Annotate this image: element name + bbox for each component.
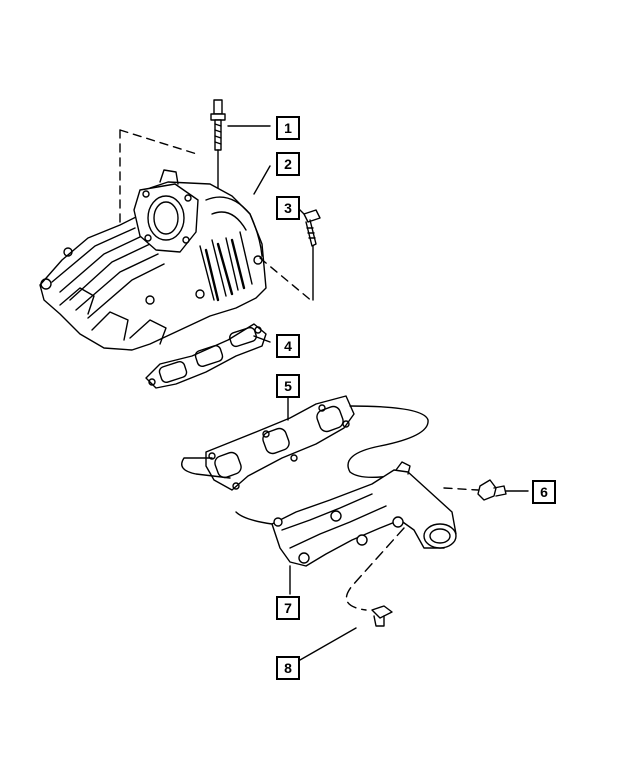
dash-line-6 xyxy=(443,487,479,491)
dash-line-3 xyxy=(259,257,314,303)
callout-7: 7 xyxy=(276,596,300,620)
callout-4: 4 xyxy=(276,334,300,358)
part-5-exhaust-gasket xyxy=(205,395,355,491)
dash-line-7 xyxy=(345,527,405,611)
part-2-intake-manifold xyxy=(39,169,267,351)
dash-line-1 xyxy=(119,129,201,229)
leader-line-2 xyxy=(253,165,271,195)
routing-line-5b xyxy=(181,457,231,479)
callout-2: 2 xyxy=(276,152,300,176)
routing-line-7 xyxy=(235,511,273,525)
part-8-flange-bolt xyxy=(371,605,393,627)
callout-6: 6 xyxy=(532,480,556,504)
part-7-exhaust-manifold xyxy=(271,461,457,567)
callout-1: 1 xyxy=(276,116,300,140)
routing-line-5a xyxy=(347,405,429,479)
part-6-sensor-plug xyxy=(477,479,507,501)
leader-line-4 xyxy=(253,335,271,343)
leader-line-8 xyxy=(299,627,357,661)
callout-8: 8 xyxy=(276,656,300,680)
callout-5: 5 xyxy=(276,374,300,398)
callout-3: 3 xyxy=(276,196,300,220)
part-3-bolt xyxy=(303,209,321,301)
